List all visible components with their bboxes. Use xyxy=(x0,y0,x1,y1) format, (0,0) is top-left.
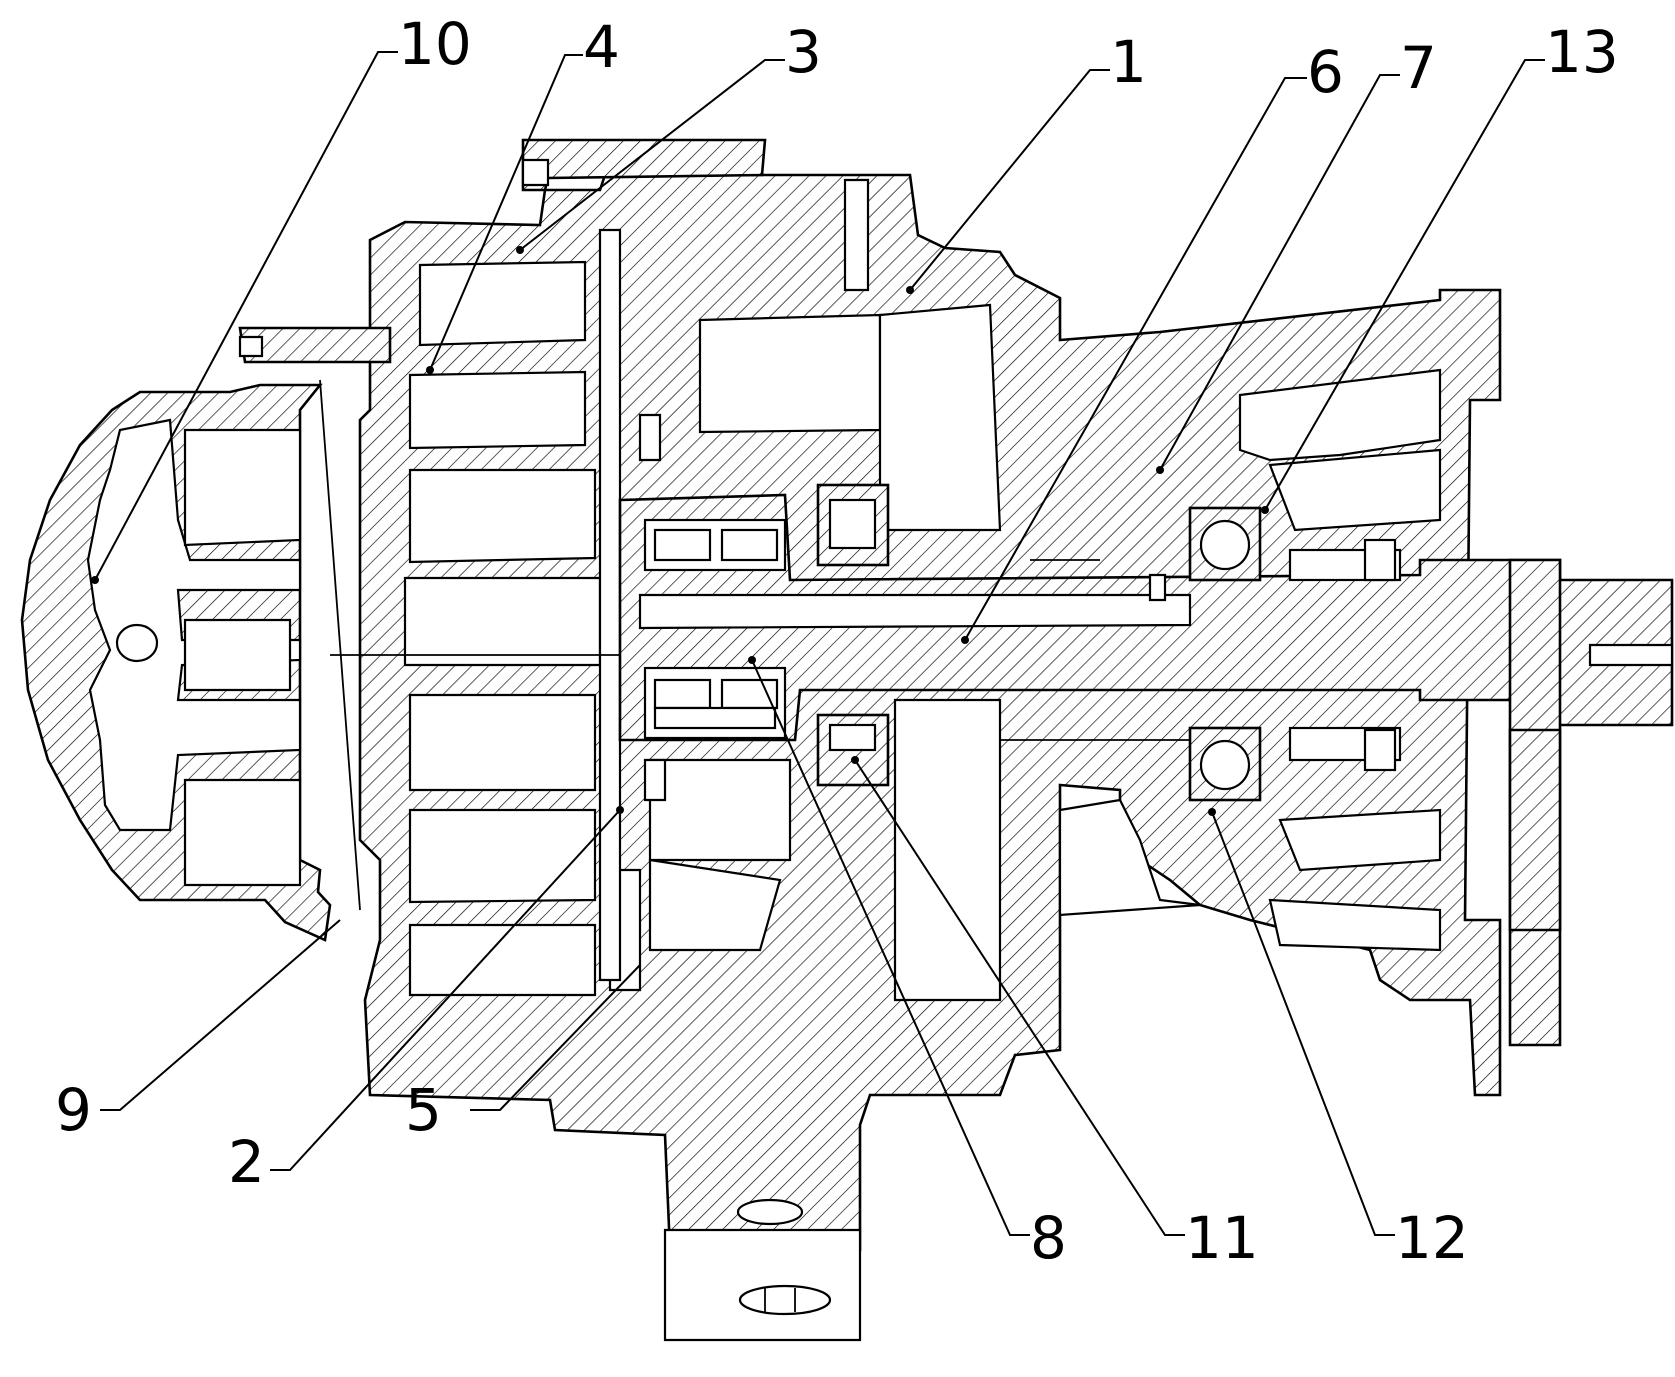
centerline-details xyxy=(319,379,1190,911)
leader-lines xyxy=(94,51,1545,1236)
mounting-foot xyxy=(663,1198,862,1342)
ball-bearings xyxy=(1188,506,1402,802)
callout-6: 6 xyxy=(1307,38,1344,106)
callout-13: 13 xyxy=(1545,18,1619,86)
callout-7: 7 xyxy=(1400,34,1437,102)
callout-12: 12 xyxy=(1395,1204,1469,1272)
callout-8: 8 xyxy=(1030,1204,1067,1272)
leader-1 xyxy=(909,69,1110,291)
leader-7 xyxy=(1159,74,1400,471)
leader-9 xyxy=(100,919,341,1111)
output-housing-cavities xyxy=(1058,368,1442,952)
callout-1: 1 xyxy=(1110,28,1147,96)
gear-housing xyxy=(238,138,1502,1252)
callout-2: 2 xyxy=(228,1128,265,1196)
callout-11: 11 xyxy=(1185,1204,1259,1272)
end-cover xyxy=(20,383,332,942)
leader-12 xyxy=(1211,811,1395,1236)
leader-11 xyxy=(854,759,1185,1236)
leader-10 xyxy=(94,51,398,581)
leader-4 xyxy=(429,54,583,371)
callout-labels: 1 2 3 4 5 6 7 8 9 10 11 12 13 xyxy=(55,10,1619,1272)
leader-3 xyxy=(519,59,785,251)
callout-4: 4 xyxy=(583,13,620,81)
leader-13 xyxy=(1264,59,1545,511)
callout-10: 10 xyxy=(398,10,472,78)
callout-5: 5 xyxy=(405,1076,442,1144)
callout-9: 9 xyxy=(55,1076,92,1144)
carrier-bearings xyxy=(816,483,890,787)
leader-6 xyxy=(964,77,1307,641)
leader-5 xyxy=(470,964,641,1111)
leader-dots xyxy=(91,246,1269,816)
needle-bearings xyxy=(643,518,787,740)
output-shaft xyxy=(618,493,1674,1047)
callout-3: 3 xyxy=(785,18,822,86)
leader-2 xyxy=(270,809,621,1171)
leader-8 xyxy=(751,659,1030,1236)
